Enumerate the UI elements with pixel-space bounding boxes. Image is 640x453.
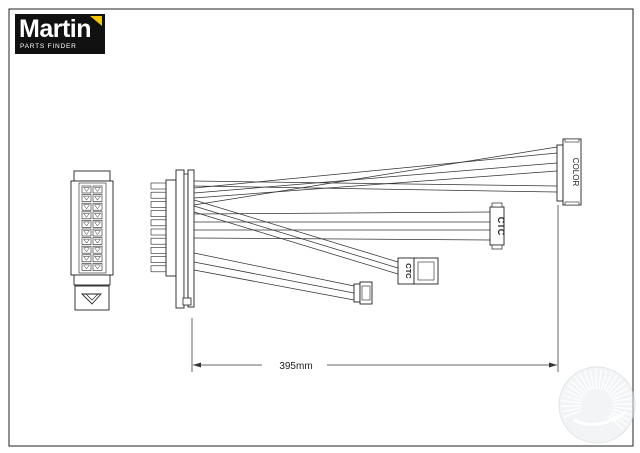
dimension-label: 395mm	[279, 361, 312, 372]
logo-brand-text: Martin	[19, 15, 92, 43]
connector-pin-cell	[81, 263, 92, 271]
globe-ray	[561, 407, 582, 413]
connector-latch	[74, 285, 110, 311]
connector-pin-cell	[81, 228, 92, 237]
wire-harness	[193, 146, 558, 301]
globe-ray	[609, 413, 628, 426]
connector-pin	[150, 191, 167, 199]
martin-logo[interactable]: Martin PARTS FINDER	[15, 14, 105, 54]
connector-pin-cell	[92, 245, 103, 254]
connector-pin-cell	[81, 220, 92, 228]
globe-ray	[560, 404, 582, 407]
globe-ray	[612, 408, 632, 416]
globe-ray	[566, 384, 585, 397]
globe-ray	[612, 403, 634, 406]
connector-pin	[150, 265, 167, 273]
connector-pin-cell	[92, 220, 103, 228]
globe-ray	[610, 386, 629, 398]
globe-ray	[570, 379, 586, 395]
globe-ray	[600, 370, 608, 390]
globe-ray	[595, 368, 598, 390]
globe-ray	[607, 378, 623, 394]
connector-pin-cell	[81, 237, 92, 245]
connector-pin	[150, 247, 167, 254]
connector-pin-cell	[92, 237, 103, 245]
globe-ray	[562, 394, 582, 402]
globe-ray	[612, 406, 633, 411]
connector-pin-grid	[81, 185, 103, 271]
globe-ray	[561, 399, 582, 404]
connector-pin-cell	[92, 254, 103, 263]
ctc-connector-large: CTC	[489, 202, 506, 250]
globe-ray	[574, 376, 588, 393]
globe-ray	[608, 415, 624, 431]
connector-pin-cell	[81, 254, 92, 263]
connector-pin	[150, 182, 167, 190]
globe-ray	[609, 382, 626, 396]
connector-pin-cell	[81, 245, 92, 254]
connector-pin-cell	[92, 263, 103, 271]
connector-pin	[150, 256, 167, 263]
globe-ray	[611, 392, 632, 401]
connector-pin-cell	[92, 185, 103, 194]
logo-flag-icon	[90, 16, 102, 26]
globe-ray	[564, 389, 583, 399]
drawing-frame	[8, 8, 634, 447]
globe-ray	[605, 374, 618, 393]
globe-watermark-icon	[558, 366, 636, 444]
connector-pin-cell	[81, 194, 92, 202]
connector-pin-cell	[81, 211, 92, 220]
connector-pin-cell	[81, 202, 92, 211]
connector-pin-cell	[92, 228, 103, 237]
globe-ray	[562, 409, 583, 418]
connector-pin	[150, 228, 167, 236]
globe-ray	[598, 369, 603, 390]
color-connector: COLOR	[556, 138, 582, 206]
color-connector-label: COLOR	[571, 158, 580, 187]
connector-pin-cell	[92, 211, 103, 220]
main-connector-pins	[150, 182, 167, 273]
bottom-connector	[353, 281, 373, 305]
main-connector-side-view	[150, 169, 195, 309]
connector-pin-cell	[92, 194, 103, 202]
connector-pin	[150, 201, 167, 208]
connector-pin	[150, 237, 167, 245]
globe-ray	[589, 369, 595, 390]
ctc-large-label: CTC	[496, 217, 506, 236]
dimension-line: 395mm	[191, 205, 559, 372]
connector-pin-cell	[81, 185, 92, 194]
connector-pin-cell	[92, 202, 103, 211]
globe-ray	[612, 397, 633, 403]
connector-front-view	[70, 170, 114, 311]
connector-pin	[150, 210, 167, 217]
globe-ray	[584, 370, 593, 391]
logo-subtitle: PARTS FINDER	[20, 43, 77, 50]
globe-ray	[578, 373, 590, 392]
globe-ray	[603, 372, 613, 391]
connector-pin	[150, 219, 167, 227]
ctc-connector-small: CTC	[397, 257, 439, 285]
ctc-small-label: CTC	[404, 263, 413, 279]
